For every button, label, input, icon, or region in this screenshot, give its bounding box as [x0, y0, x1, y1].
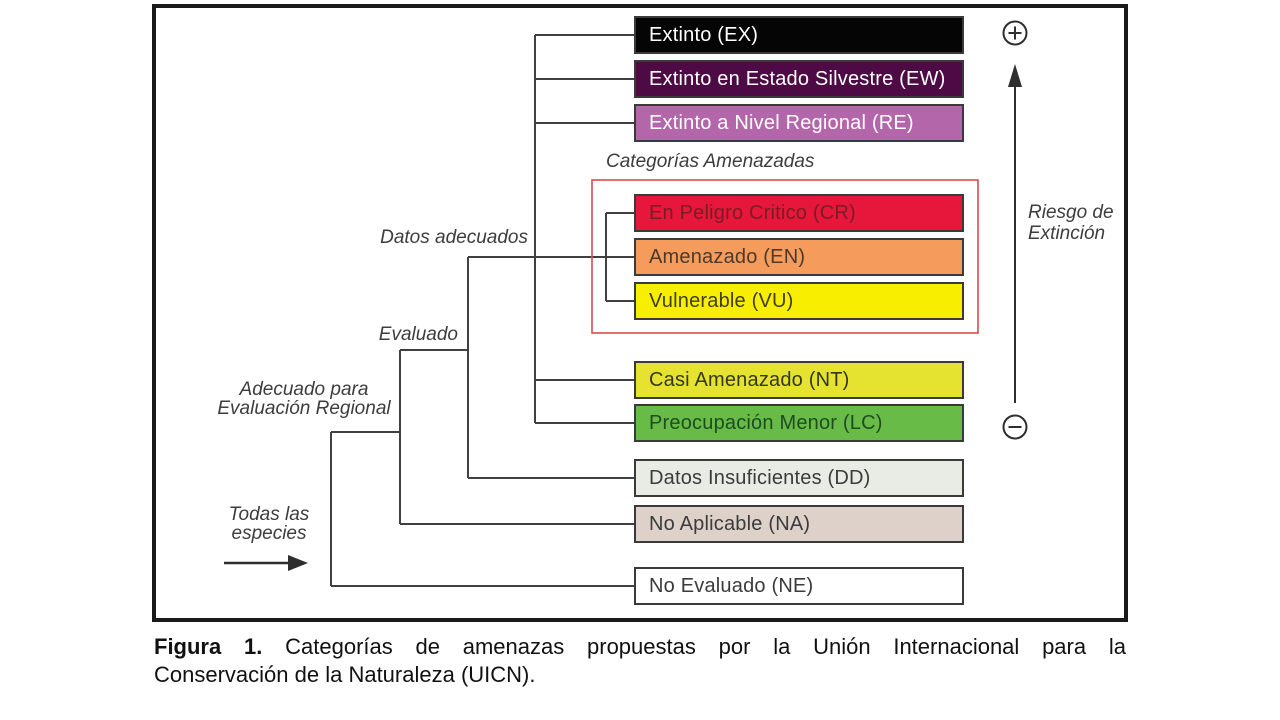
figure-caption: Figura 1. Categorías de amenazas propues…: [154, 633, 1126, 689]
category-box-dd: Datos Insuficientes (DD): [634, 459, 964, 497]
node-label-line: Adecuado para: [239, 379, 369, 400]
category-box-nt: Casi Amenazado (NT): [634, 361, 964, 399]
root-label-line: especies: [231, 523, 307, 544]
caption-text: Categorías de amenazas propuestas por la…: [285, 634, 1126, 659]
category-box-ne: No Evaluado (NE): [634, 567, 964, 605]
category-box-ew: Extinto en Estado Silvestre (EW): [634, 60, 964, 98]
category-box-vu: Vulnerable (VU): [634, 282, 964, 320]
caption-figure-number: Figura 1.: [154, 634, 263, 659]
node-label-datos-adecuados: Datos adecuados: [380, 227, 528, 248]
caption-line-1: Figura 1. Categorías de amenazas propues…: [154, 633, 1126, 661]
category-box-ex: Extinto (EX): [634, 16, 964, 54]
risk-axis-label: Riesgo de Extinción: [1028, 202, 1114, 244]
root-label-todas-las-especies: Todas las especies: [220, 505, 318, 543]
threatened-group-label: Categorías Amenazadas: [606, 151, 815, 172]
risk-axis-label-line: Riesgo de: [1028, 202, 1114, 223]
category-box-na: No Aplicable (NA): [634, 505, 964, 543]
risk-axis-label-line: Extinción: [1028, 223, 1106, 244]
root-label-line: Todas las: [228, 504, 310, 525]
category-box-lc: Preocupación Menor (LC): [634, 404, 964, 442]
node-label-evaluacion-regional: Adecuado para Evaluación Regional: [204, 380, 404, 418]
node-label-evaluado: Evaluado: [378, 324, 458, 345]
category-box-en: Amenazado (EN): [634, 238, 964, 276]
category-box-re: Extinto a Nivel Regional (RE): [634, 104, 964, 142]
caption-line-2: Conservación de la Naturaleza (UICN).: [154, 662, 536, 687]
category-box-cr: En Peligro Critico (CR): [634, 194, 964, 232]
node-label-line: Evaluación Regional: [217, 398, 391, 419]
